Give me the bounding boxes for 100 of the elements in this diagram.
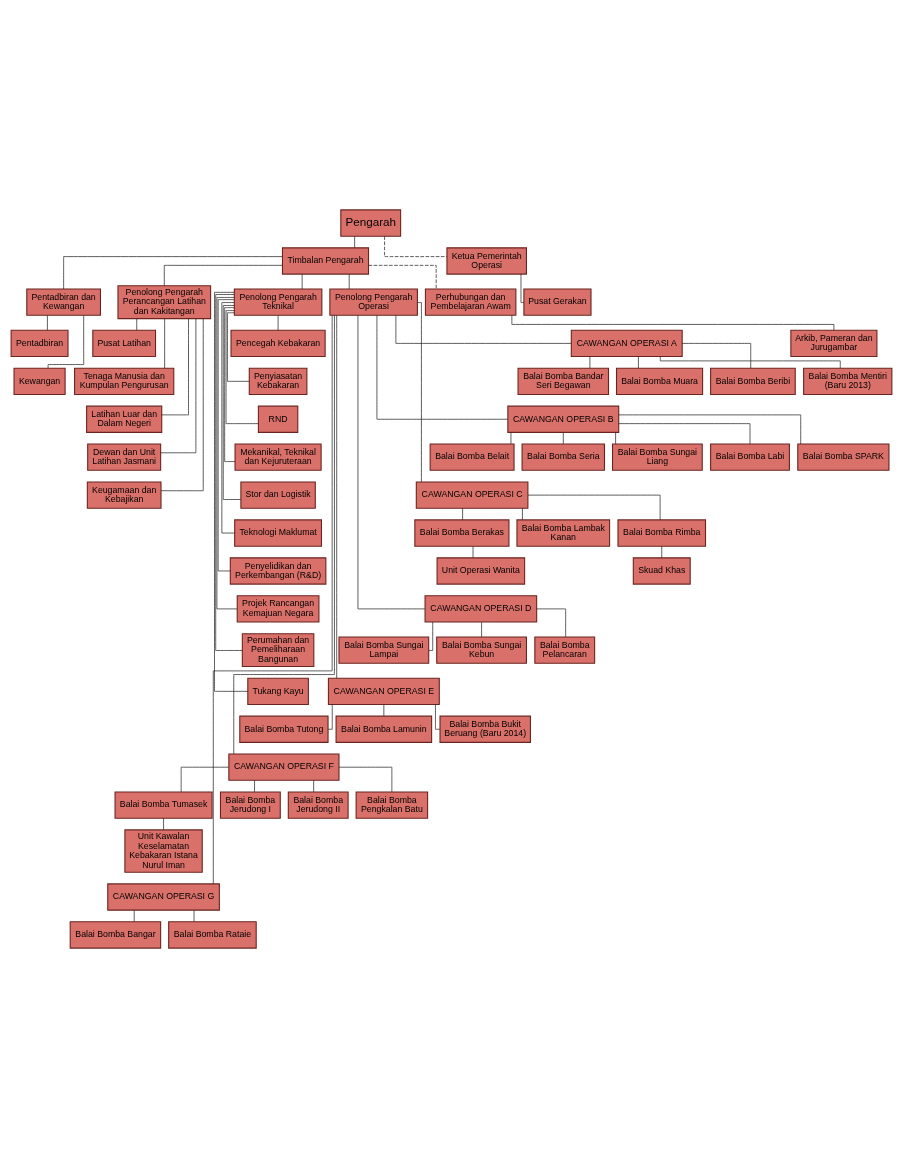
- node-box: Balai Bomba Pelancaran: [534, 636, 596, 664]
- node-box: Penyelidikan dan Perkembangan (R&D): [229, 557, 327, 585]
- node-box: Balai Bomba Muara: [616, 367, 704, 395]
- node-box: Balai Bomba SPARK: [797, 443, 890, 471]
- node-box: Pentadbiran dan Kewangan: [26, 288, 101, 316]
- node-box: Balai Bomba Bangar: [69, 921, 162, 949]
- connector: [163, 265, 283, 287]
- connector: [327, 704, 333, 730]
- node-box: Balai Bomba Berakas: [414, 519, 510, 547]
- node-box: Tenaga Manusia dan Kumpulan Pengurusan: [74, 367, 175, 395]
- connector: [221, 302, 235, 534]
- connector: [384, 235, 448, 257]
- connector: [661, 545, 663, 559]
- node-box: CAWANGAN OPERASI B: [507, 405, 620, 433]
- node-box: Mekanikal, Teknikal dan Kejuruteraan: [234, 443, 322, 471]
- connector: [161, 318, 189, 416]
- node-box: Balai Bomba Belait: [429, 443, 515, 471]
- connector: [527, 494, 661, 521]
- connector: [215, 294, 243, 651]
- connector: [277, 315, 279, 331]
- connector: [589, 356, 591, 369]
- connector: [510, 432, 512, 445]
- connector: [63, 256, 283, 290]
- connector: [417, 302, 422, 483]
- node-box: Balai Bomba Sungai Liang: [611, 443, 703, 471]
- node-box: Penyiasatan Kebakaran: [248, 367, 308, 395]
- connector: [216, 297, 238, 610]
- node-box: Stor dan Logistik: [240, 481, 316, 509]
- connector: [164, 318, 166, 369]
- node-box: Penolong Pengarah Perancangan Latihan dan Kakitangan: [117, 285, 212, 320]
- node-box: Pengarah: [340, 209, 402, 237]
- node-box: Balai Bomba Tumasek: [114, 791, 213, 819]
- node-box: Arkib, Pameran dan Jurugambar: [790, 329, 878, 358]
- connector: [472, 545, 474, 559]
- connector: [313, 780, 314, 793]
- node-box: Balai Bomba Pengkalan Batu: [355, 791, 429, 819]
- node-box: Penolong Pengarah Operasi: [329, 288, 418, 316]
- connector: [376, 315, 508, 420]
- connector: [133, 909, 135, 922]
- connector: [522, 508, 523, 521]
- node-box: Pusat Latihan: [92, 329, 157, 358]
- connector: [338, 766, 393, 793]
- connector: [536, 608, 566, 638]
- node-box: Skuad Khas: [632, 557, 691, 585]
- connector: [348, 273, 350, 290]
- connector: [336, 315, 338, 679]
- connector: [562, 432, 564, 445]
- connector: [395, 315, 572, 344]
- connector: [520, 273, 525, 303]
- connector: [47, 315, 85, 369]
- node-box: Balai Bomba Bandar Seri Begawan: [517, 367, 610, 395]
- node-box: Balai Bomba Jerudong II: [287, 791, 349, 819]
- connector: [368, 265, 437, 290]
- connector: [225, 310, 259, 424]
- node-box: Perhubungan dan Pembelajaran Awam: [424, 288, 517, 316]
- connector: [193, 909, 195, 922]
- node-box: Balai Bomba Sungai Kebun: [436, 636, 527, 664]
- node-box: CAWANGAN OPERASI C: [415, 481, 529, 509]
- node-box: Penolong Pengarah Teknikal: [233, 288, 323, 316]
- node-box: Ketua Pemerintah Operasi: [446, 247, 527, 275]
- node-box: Balai Bomba Lamunin: [335, 715, 433, 743]
- connector: [428, 621, 434, 651]
- connector: [217, 299, 235, 572]
- node-box: Latihan Luar dan Dalam Negeri: [86, 405, 163, 433]
- node-box: Balai Bomba Rimba: [617, 519, 707, 547]
- connector: [254, 780, 255, 793]
- connector: [212, 315, 333, 885]
- connector: [160, 318, 204, 492]
- connector: [462, 508, 463, 521]
- connector: [47, 315, 48, 331]
- connector: [481, 621, 482, 638]
- node-box: Perumahan dan Pemeliharaan Bangunan: [241, 633, 315, 668]
- node-box: Balai Bomba Rataie: [168, 921, 257, 949]
- node-box: CAWANGAN OPERASI A: [570, 329, 683, 358]
- node-box: Kewangan: [13, 367, 66, 395]
- node-box: Balai Bomba Bukit Beruang (Baru 2014): [439, 715, 531, 743]
- node-box: CAWANGAN OPERASI E: [327, 677, 440, 705]
- node-box: Balai Bomba Labi: [710, 443, 790, 471]
- connector: [224, 307, 236, 462]
- connector: [511, 315, 835, 331]
- connector: [227, 312, 250, 382]
- node-box: Balai Bomba Sungai Lampai: [338, 636, 430, 664]
- connector: [301, 273, 303, 290]
- node-box: Pentadbiran: [10, 329, 69, 358]
- connector: [435, 704, 441, 730]
- node-box: Keugamaan dan Kebajikan: [86, 481, 162, 509]
- connector: [659, 356, 841, 369]
- connector: [615, 432, 616, 445]
- connector: [618, 423, 751, 445]
- node-box: Balai Bomba Beribi: [710, 367, 796, 395]
- node-box: Balai Bomba Mentiri (Baru 2013): [803, 367, 893, 395]
- connector: [638, 356, 639, 369]
- node-box: Balai Bomba Seria: [521, 443, 606, 471]
- node-box: RND: [257, 405, 299, 433]
- node-box: Teknologi Maklumat: [234, 519, 323, 547]
- connector: [160, 318, 197, 454]
- connector: [357, 315, 426, 610]
- node-box: CAWANGAN OPERASI F: [228, 753, 340, 781]
- connector: [214, 291, 249, 692]
- connector: [163, 818, 164, 830]
